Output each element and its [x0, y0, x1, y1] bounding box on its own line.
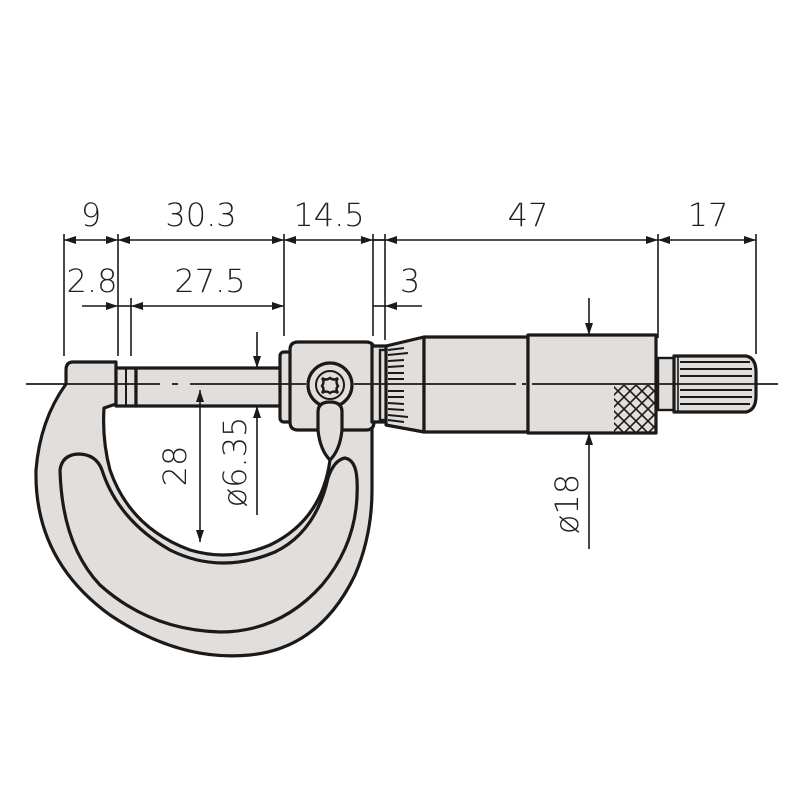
top-dimension-row: 9 30.3 14.5 47 17 — [64, 196, 756, 244]
dim-frame-anvil: 9 — [81, 196, 101, 234]
dim-spindle-reach: 30.3 — [165, 196, 236, 234]
extension-lines — [63, 234, 757, 356]
dim-anvil-offset: 2.8 — [67, 262, 118, 300]
cross-recess-icon — [320, 376, 340, 395]
dim-ratchet-length: 17 — [688, 196, 729, 234]
dim-clamp-gap: 3 — [400, 262, 420, 300]
dim-thimble-diameter: ø18 — [548, 474, 586, 534]
vertical-dimensions: 28 ø6.35 ø18 — [156, 298, 593, 549]
lock-lever[interactable] — [316, 400, 344, 462]
dim-measuring-range: 27.5 — [174, 262, 245, 300]
ratchet-knurl — [680, 361, 752, 405]
anvil — [114, 366, 138, 408]
c-frame — [34, 360, 374, 658]
knurl-pattern — [614, 385, 655, 432]
dim-sleeve-hub: 14.5 — [293, 196, 364, 234]
dim-spindle-diameter: ø6.35 — [216, 417, 254, 508]
second-dimension-row: 2.8 27.5 3 — [67, 262, 422, 310]
sleeve-graduations — [387, 347, 409, 423]
dim-throat-depth: 28 — [156, 446, 194, 487]
dim-thimble-length: 47 — [508, 196, 549, 234]
spindle — [134, 366, 286, 408]
